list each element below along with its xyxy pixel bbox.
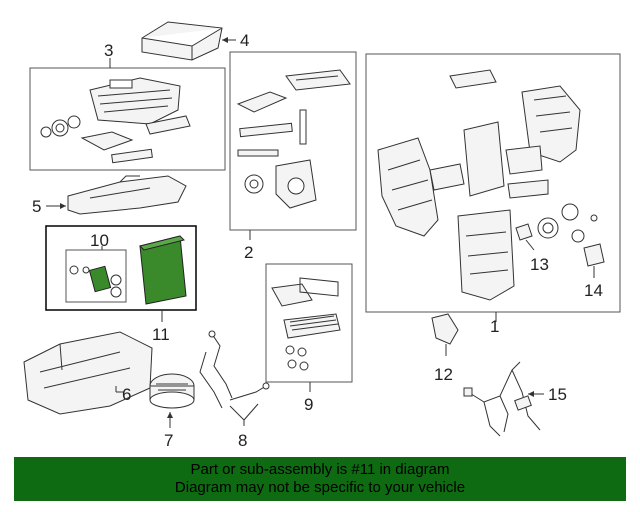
callout-5: 5 — [32, 197, 41, 216]
callout-3: 3 — [104, 41, 113, 60]
banner-line-1: Part or sub-assembly is #11 in diagram — [190, 461, 450, 478]
part-1-box — [365, 53, 621, 313]
part-2-doors-and-seals[interactable] — [236, 69, 351, 209]
part-4-cabin-filter[interactable] — [141, 21, 236, 61]
part-3-actuator-assembly[interactable] — [40, 77, 191, 164]
part-6-blower-case[interactable] — [23, 331, 153, 415]
part-15-wiring-harness[interactable] — [463, 361, 544, 437]
callout-12: 12 — [434, 365, 453, 384]
callout-6: 6 — [122, 385, 131, 404]
part-10-expansion-valve[interactable] — [69, 265, 122, 298]
banner-line-2: Diagram may not be specific to your vehi… — [174, 479, 466, 496]
part-14-actuator[interactable] — [583, 243, 605, 278]
info-banner: Part or sub-assembly is #11 in diagram D… — [14, 457, 626, 501]
callout-15: 15 — [548, 385, 567, 404]
part-8-hoses[interactable] — [199, 330, 270, 426]
callout-13: 13 — [530, 255, 549, 274]
callout-4: 4 — [240, 31, 249, 50]
part-11-evaporator-core[interactable] — [139, 235, 187, 305]
part-9-box — [265, 263, 353, 383]
part-2-box — [229, 51, 357, 231]
callout-9: 9 — [304, 395, 313, 414]
callout-1: 1 — [490, 317, 499, 336]
callout-14: 14 — [584, 281, 603, 300]
callout-10: 10 — [90, 231, 109, 250]
part-7-blower-motor[interactable] — [149, 373, 195, 428]
part-10-box — [65, 249, 127, 303]
callout-11: 11 — [152, 325, 170, 344]
parts-diagram: 4 3 5 10 11 — [23, 21, 621, 450]
part-1-hvac-case[interactable] — [377, 69, 598, 301]
part-3-box — [29, 67, 226, 171]
callout-7: 7 — [164, 431, 173, 450]
part-12-sensor[interactable] — [431, 313, 459, 356]
callout-8: 8 — [238, 431, 247, 450]
part-13-actuator[interactable] — [515, 223, 535, 251]
part-9-heater-core[interactable] — [271, 277, 341, 371]
part-11-box — [45, 225, 197, 311]
callout-2: 2 — [244, 243, 253, 262]
part-5-duct[interactable] — [46, 175, 187, 215]
